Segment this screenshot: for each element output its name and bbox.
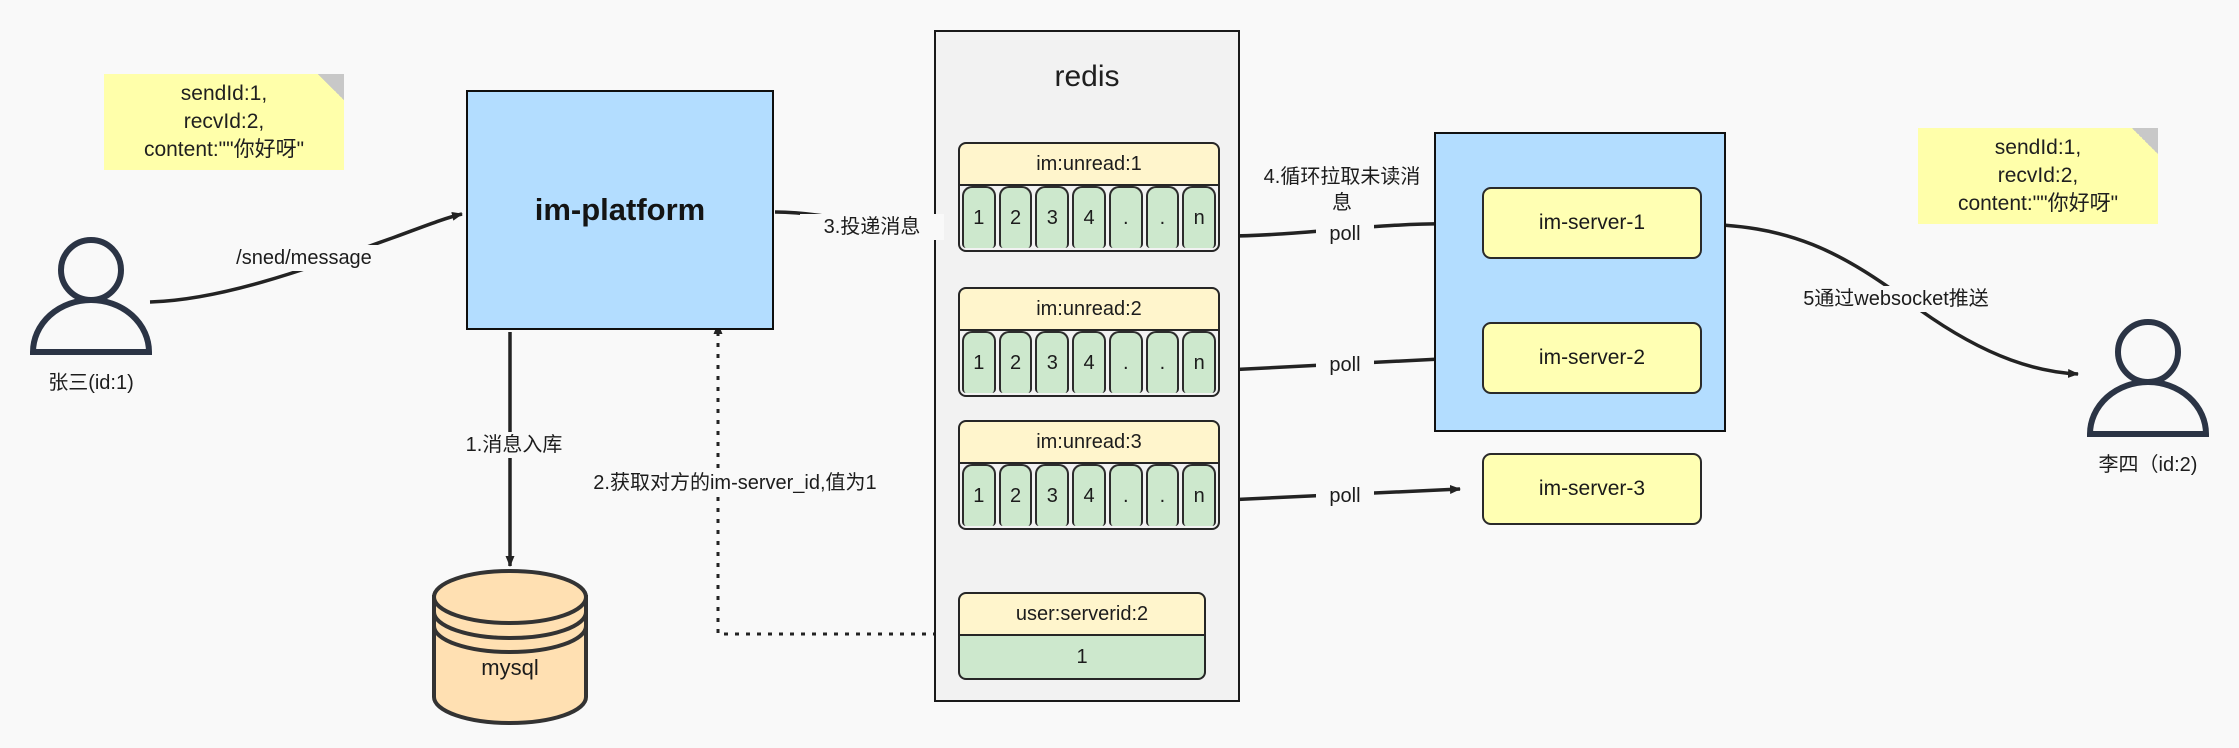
actor-lisi-icon <box>2086 319 2210 437</box>
redis-list-im-unread-2[interactable]: im:unread:2 1 2 3 4 . . n <box>958 287 1220 397</box>
im-platform-label: im-platform <box>534 192 706 227</box>
redis-cell: 3 <box>1035 186 1070 248</box>
note-right: sendId:1, recvId:2, content:""你好呀" <box>1918 128 2158 224</box>
redis-cell: . <box>1145 186 1180 248</box>
redis-cell: 2 <box>998 464 1033 526</box>
actor-zhangsan-icon <box>29 237 153 355</box>
redis-list-cells: 1 2 3 4 . . n <box>958 186 1220 252</box>
redis-cell: . <box>1108 186 1143 248</box>
im-server-3-box[interactable]: im-server-3 <box>1482 453 1702 525</box>
redis-list-key: im:unread:1 <box>958 142 1220 186</box>
note-right-text: sendId:1, recvId:2, content:""你好呀" <box>1957 136 2119 215</box>
note-left-text: sendId:1, recvId:2, content:""你好呀" <box>143 82 305 161</box>
note-left: sendId:1, recvId:2, content:""你好呀" <box>104 74 344 170</box>
redis-cell: 4 <box>1072 331 1106 393</box>
edge-label-step5: 5通过websocket推送 <box>1784 286 2008 312</box>
redis-cell: 1 <box>962 186 996 248</box>
edge-label-poll-1: poll <box>1316 221 1374 247</box>
redis-cell: . <box>1145 331 1180 393</box>
im-server-1-label: im-server-1 <box>1538 211 1646 234</box>
edge-label-step3: 3.投递消息 <box>800 214 944 240</box>
redis-cell: . <box>1145 464 1180 526</box>
im-server-3-label: im-server-3 <box>1538 477 1646 500</box>
edge-label-step4: 4.循环拉取未读消 息 <box>1252 164 1432 216</box>
mysql-cylinder-icon <box>432 569 588 725</box>
note-fold-icon <box>318 74 344 100</box>
redis-cell: 3 <box>1035 331 1070 393</box>
im-server-1-box[interactable]: im-server-1 <box>1482 187 1702 259</box>
edge-label-poll-3: poll <box>1316 483 1374 509</box>
redis-title: redis <box>1054 60 1120 93</box>
redis-cell: 2 <box>998 331 1033 393</box>
edge-label-poll-2: poll <box>1316 352 1374 378</box>
redis-cell: n <box>1182 186 1217 248</box>
redis-cell: 4 <box>1072 186 1106 248</box>
actor-lisi-label: 李四（id:2) <box>2098 454 2198 476</box>
edge-label-send-message: /sned/message <box>222 245 386 271</box>
note-fold-icon <box>2132 128 2158 154</box>
actor-zhangsan-label: 张三(id:1) <box>48 372 134 394</box>
redis-kv-key: user:serverid:2 <box>958 592 1206 636</box>
im-server-2-box[interactable]: im-server-2 <box>1482 322 1702 394</box>
redis-list-cells: 1 2 3 4 . . n <box>958 464 1220 530</box>
im-platform-box[interactable]: im-platform <box>466 90 774 330</box>
redis-list-key: im:unread:2 <box>958 287 1220 331</box>
redis-list-cells: 1 2 3 4 . . n <box>958 331 1220 397</box>
redis-cell: 2 <box>998 186 1033 248</box>
edge-label-step1: 1.消息入库 <box>444 432 584 458</box>
redis-list-im-unread-1[interactable]: im:unread:1 1 2 3 4 . . n <box>958 142 1220 252</box>
redis-cell: 3 <box>1035 464 1070 526</box>
mysql-label: mysql <box>481 655 539 680</box>
redis-cell: n <box>1182 331 1217 393</box>
redis-cell: n <box>1182 464 1217 526</box>
redis-kv-user-serverid[interactable]: user:serverid:2 1 <box>958 592 1206 680</box>
redis-cell: . <box>1108 464 1143 526</box>
edge-label-step2: 2.获取对方的im-server_id,值为1 <box>568 470 902 496</box>
redis-kv-value: 1 <box>958 636 1206 680</box>
redis-cell: 1 <box>962 464 996 526</box>
redis-list-im-unread-3[interactable]: im:unread:3 1 2 3 4 . . n <box>958 420 1220 530</box>
redis-cell: 4 <box>1072 464 1106 526</box>
im-server-2-label: im-server-2 <box>1538 346 1646 369</box>
redis-list-key: im:unread:3 <box>958 420 1220 464</box>
redis-cell: 1 <box>962 331 996 393</box>
redis-cell: . <box>1108 331 1143 393</box>
